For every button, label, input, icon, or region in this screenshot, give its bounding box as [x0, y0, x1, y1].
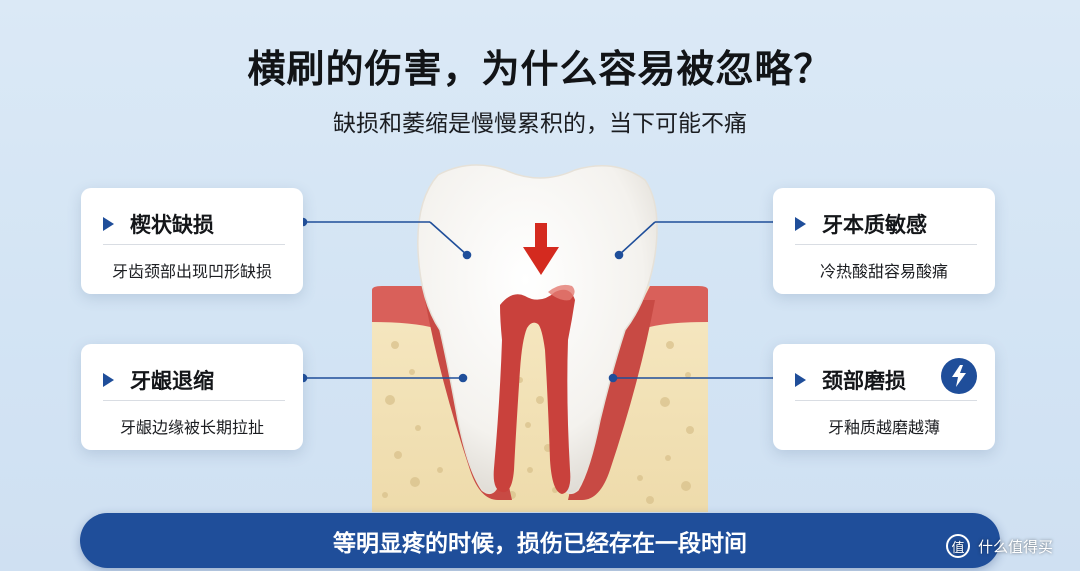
- card-description: 牙釉质越磨越薄: [827, 418, 940, 437]
- card-description: 牙龈边缘被长期拉扯: [119, 418, 264, 437]
- lightning-icon: [941, 358, 977, 394]
- card-label: 颈部磨损: [822, 369, 906, 393]
- card-header: 楔状缺损: [103, 206, 285, 242]
- play-arrow-icon: [795, 373, 806, 387]
- watermark-text: 什么值得买: [978, 537, 1054, 556]
- play-arrow-icon: [103, 217, 114, 231]
- card-divider: [795, 244, 977, 245]
- card-neck-abrasion: 颈部磨损 牙釉质越磨越薄: [773, 344, 995, 450]
- tooth: [417, 164, 658, 495]
- card-divider: [795, 400, 977, 401]
- card-header: 牙本质敏感: [795, 206, 977, 242]
- page-subtitle: 缺损和萎缩是慢慢累积的，当下可能不痛: [333, 111, 747, 137]
- card-header: 牙龈退缩: [103, 362, 285, 398]
- card-label: 牙本质敏感: [822, 213, 927, 237]
- play-arrow-icon: [795, 217, 806, 231]
- card-description: 牙齿颈部出现凹形缺损: [111, 262, 272, 281]
- card-wedge-defect: 楔状缺损 牙齿颈部出现凹形缺损: [81, 188, 303, 294]
- down-arrow-icon: [523, 223, 559, 275]
- card-dentin-sensitivity: 牙本质敏感 冷热酸甜容易酸痛: [773, 188, 995, 294]
- card-divider: [103, 400, 285, 401]
- card-gum-recession: 牙龈退缩 牙龈边缘被长期拉扯: [81, 344, 303, 450]
- card-description: 冷热酸甜容易酸痛: [819, 262, 948, 281]
- play-arrow-icon: [103, 373, 114, 387]
- page-title: 横刷的伤害，为什么容易被忽略？: [247, 47, 833, 91]
- card-label: 楔状缺损: [130, 213, 214, 237]
- card-header: 颈部磨损: [795, 362, 977, 398]
- bottom-banner: 等明显疼的时候，损伤已经存在一段时间: [80, 513, 1000, 568]
- card-divider: [103, 244, 285, 245]
- banner-text: 等明显疼的时候，损伤已经存在一段时间: [333, 530, 747, 557]
- card-label: 牙龈退缩: [130, 369, 214, 393]
- watermark: 值 什么值得买: [946, 534, 1053, 558]
- zhi-logo-icon: 值: [946, 534, 970, 558]
